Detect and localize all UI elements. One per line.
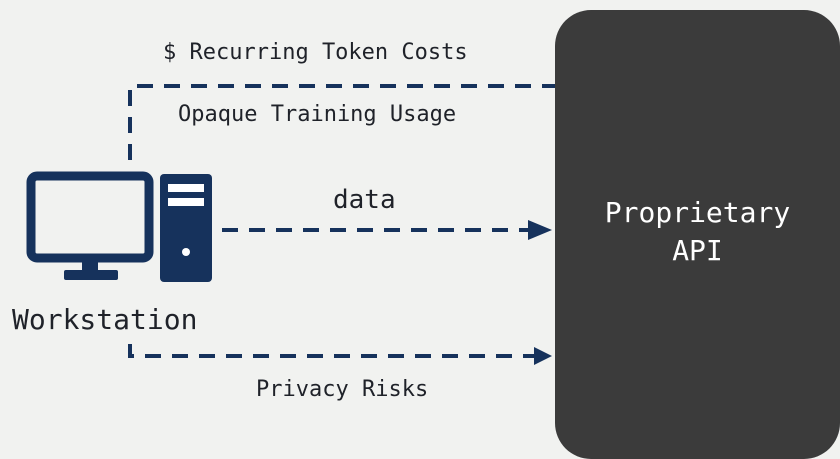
opaque-training-usage-label: Opaque Training Usage [178, 102, 457, 127]
bottom-connector-line [128, 344, 534, 358]
diagram: $ Recurring Token Costs Opaque Training … [12, 10, 840, 459]
data-label: data [333, 185, 396, 215]
workstation-label: Workstation [12, 303, 198, 336]
proprietary-api-box [555, 10, 840, 459]
connector-lines [26, 84, 556, 365]
proprietary-api-label: Proprietary API [555, 194, 840, 270]
top-connector-line [128, 84, 556, 160]
desktop-computer-icon [26, 171, 212, 282]
data-arrow-head [528, 220, 552, 240]
bottom-arrow-head [534, 347, 552, 365]
api-label-line1: Proprietary [604, 196, 791, 229]
recurring-token-costs-label: $ Recurring Token Costs [163, 40, 468, 65]
privacy-risks-label: Privacy Risks [256, 377, 429, 402]
api-label-line2: API [672, 234, 723, 267]
